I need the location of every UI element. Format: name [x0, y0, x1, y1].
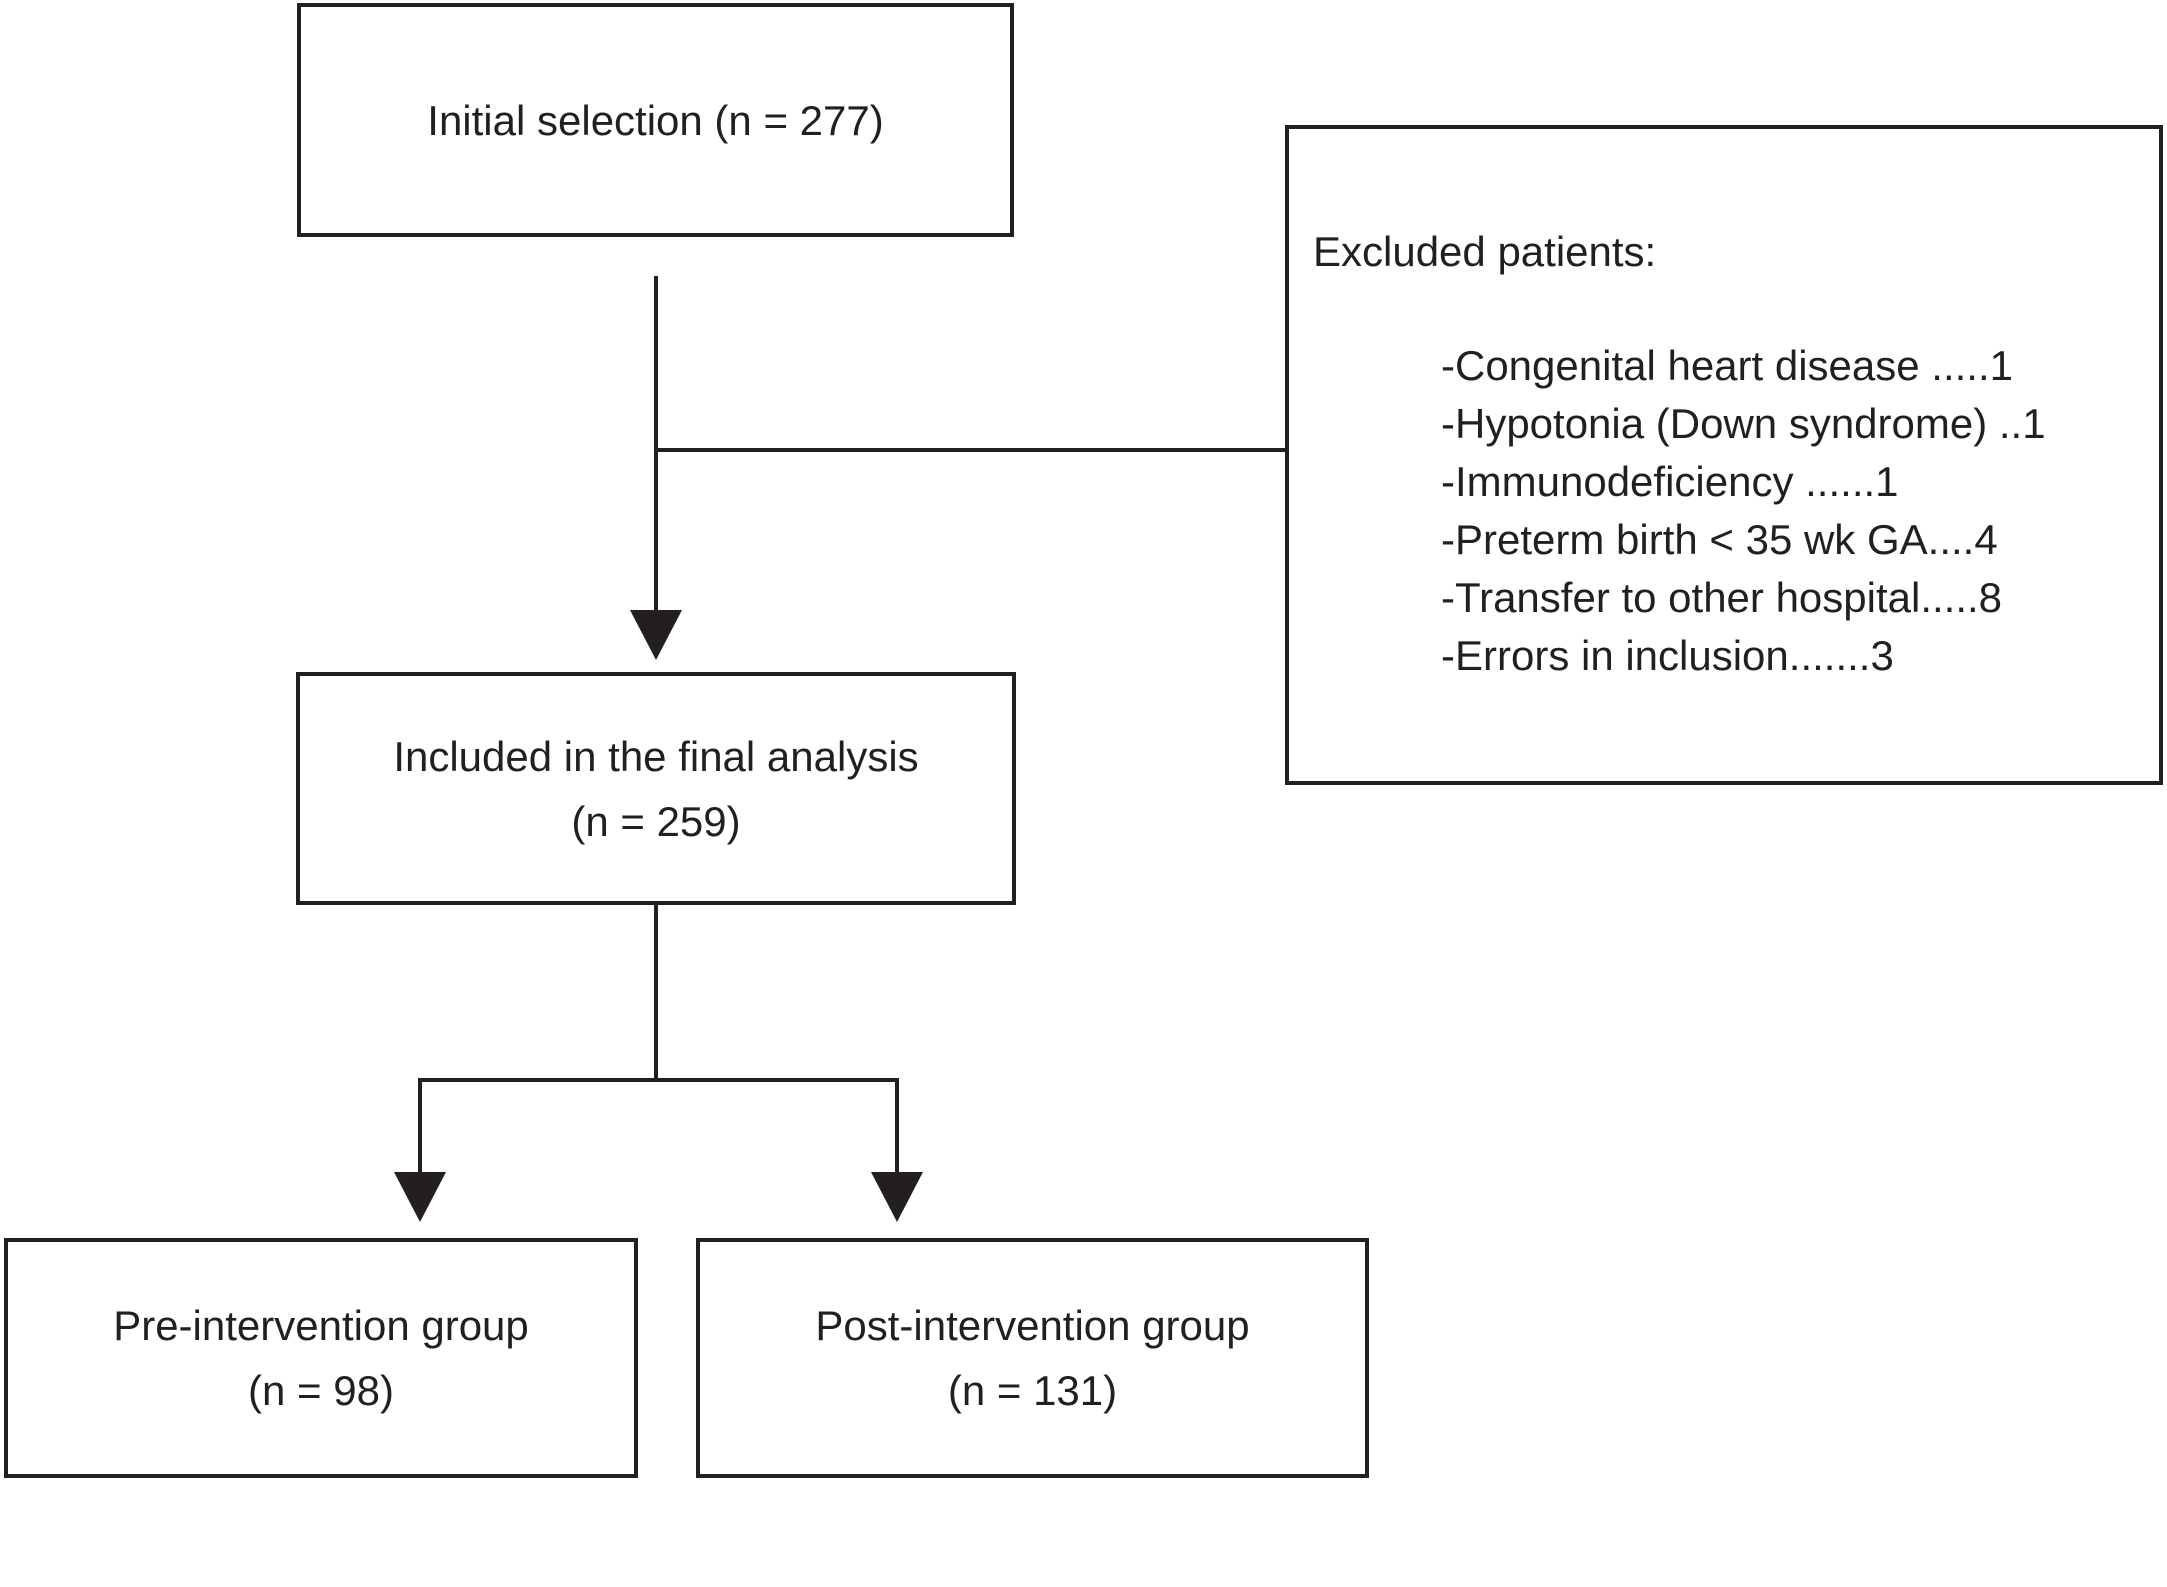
excluded-reason-item: -Errors in inclusion.......3: [1441, 632, 1894, 679]
post-intervention-box: Post-intervention group (n = 131): [696, 1238, 1369, 1478]
arrow-down-icon: [871, 1172, 923, 1222]
initial-selection-label: Initial selection (n = 277): [427, 96, 884, 144]
excluded-reason-item: -Hypotonia (Down syndrome) ..1: [1441, 400, 2046, 447]
post-intervention-count: (n = 131): [947, 1367, 1118, 1414]
post-intervention-label: Post-intervention group: [815, 1302, 1250, 1349]
initial-selection-box: Initial selection (n = 277): [297, 3, 1014, 237]
connector-branch-to-excluded: [654, 448, 1289, 452]
arrow-down-icon: [394, 1172, 446, 1222]
connector-drop-pre: [418, 1078, 422, 1176]
excluded-patients-title: Excluded patients:: [1313, 228, 1657, 275]
pre-intervention-count: (n = 98): [248, 1367, 394, 1414]
included-analysis-label: Included in the final analysis: [393, 732, 919, 780]
pre-intervention-label: Pre-intervention group: [113, 1302, 529, 1349]
included-analysis-count: (n = 259): [571, 797, 741, 845]
excluded-reason-item: -Transfer to other hospital.....8: [1441, 574, 2003, 621]
excluded-reason-item: -Congenital heart disease .....1: [1441, 342, 2014, 389]
excluded-reasons-list: -Congenital heart disease .....1 -Hypoto…: [1441, 337, 2046, 685]
pre-intervention-box: Pre-intervention group (n = 98): [4, 1238, 638, 1478]
connector-drop-post: [895, 1078, 899, 1176]
included-analysis-box: Included in the final analysis (n = 259): [296, 672, 1016, 905]
excluded-reason-item: -Preterm birth < 35 wk GA....4: [1441, 516, 1998, 563]
connector-initial-to-included: [654, 276, 658, 612]
arrow-down-icon: [630, 610, 682, 660]
connector-split-horizontal: [418, 1078, 899, 1082]
excluded-reason-item: -Immunodeficiency ......1: [1441, 458, 1899, 505]
excluded-patients-box: Excluded patients: -Congenital heart dis…: [1285, 125, 2163, 785]
connector-included-to-split: [654, 905, 658, 1082]
